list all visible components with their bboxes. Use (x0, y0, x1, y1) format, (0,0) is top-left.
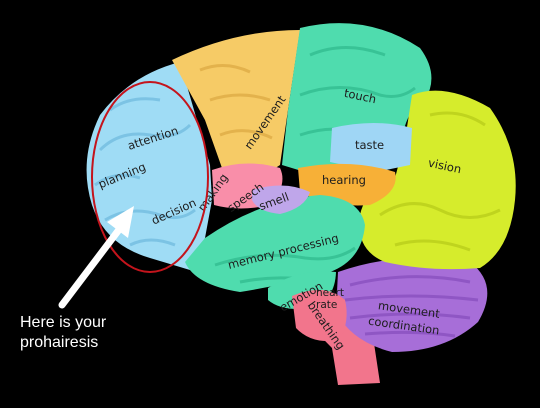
label-hearing: hearing (322, 173, 366, 187)
annotation-caption: Here is your prohairesis (20, 313, 150, 353)
cerebellum-folds (344, 275, 479, 338)
temporal-lobe-region (185, 195, 365, 292)
label-rate: rate (316, 299, 337, 311)
highlight-ellipse (91, 81, 209, 273)
frontal-folds (94, 97, 196, 247)
label-heart: heart (316, 287, 344, 299)
taste-region (330, 123, 412, 172)
hearing-region (298, 163, 396, 206)
smell-region (252, 185, 310, 214)
occipital-folds (379, 111, 501, 252)
label-touch: touch (343, 86, 378, 106)
annotation-line-1: Here is your (20, 314, 107, 331)
motor-folds (199, 64, 273, 140)
annotation-line-2: prohairesis (20, 334, 99, 351)
occipital-lobe-region (359, 90, 516, 270)
label-vision: vision (427, 156, 463, 177)
pointer-arrow (58, 206, 134, 309)
heart-rate-region (292, 289, 347, 342)
label-taste: taste (355, 138, 384, 152)
